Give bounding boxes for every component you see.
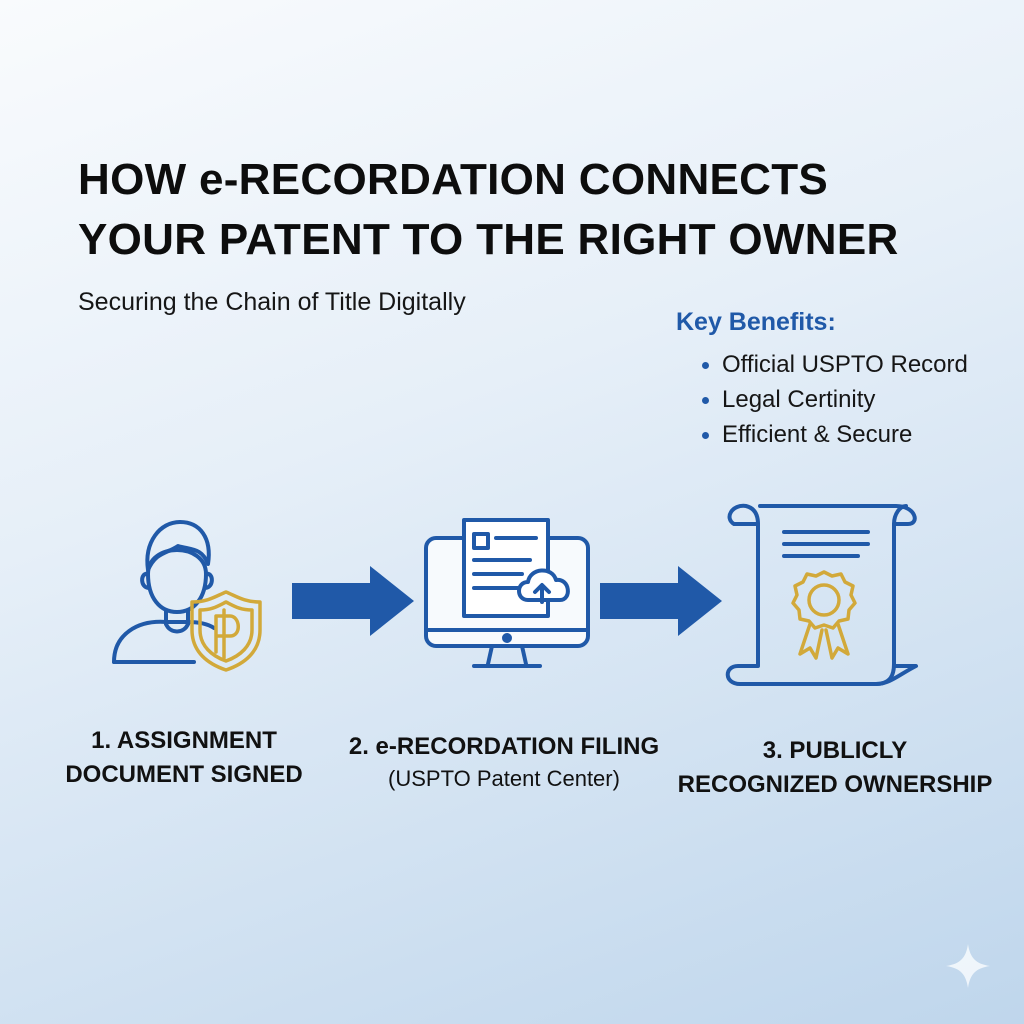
- arrow-right-icon: [292, 566, 414, 636]
- step-3-title: 3. PUBLICLY: [668, 734, 1002, 768]
- benefit-text: Official USPTO Record: [722, 351, 968, 378]
- step-1-label: 1. ASSIGNMENT DOCUMENT SIGNED: [62, 724, 306, 792]
- step-1-subtitle: DOCUMENT SIGNED: [62, 758, 306, 792]
- step-2-title: 2. e-RECORDATION FILING: [340, 730, 668, 764]
- step-2-label: 2. e-RECORDATION FILING (USPTO Patent Ce…: [340, 730, 668, 794]
- benefit-item: Official USPTO Record: [702, 347, 968, 382]
- step-3-label: 3. PUBLICLY RECOGNIZED OWNERSHIP: [668, 734, 1002, 802]
- bullet-icon: [702, 397, 709, 404]
- step-3-subtitle: RECOGNIZED OWNERSHIP: [668, 768, 1002, 802]
- benefit-item: Legal Certinity: [702, 382, 968, 417]
- arrow-right-icon: [600, 566, 722, 636]
- step-1-title: 1. ASSIGNMENT: [62, 724, 306, 758]
- benefits-heading: Key Benefits:: [676, 308, 968, 337]
- title-line-2: YOUR PATENT TO THE RIGHT OWNER: [78, 210, 899, 270]
- benefits-list: Official USPTO Record Legal Certinity Ef…: [676, 347, 968, 452]
- benefit-item: Efficient & Secure: [702, 417, 968, 452]
- title-line-1: HOW e-RECORDATION CONNECTS: [78, 150, 899, 210]
- bullet-icon: [702, 432, 709, 439]
- page-title: HOW e-RECORDATION CONNECTS YOUR PATENT T…: [78, 150, 899, 270]
- person-with-shield-icon: [108, 512, 268, 674]
- computer-upload-icon: [422, 516, 594, 678]
- subtitle: Securing the Chain of Title Digitally: [78, 288, 466, 317]
- certificate-scroll-icon: [720, 494, 926, 690]
- benefit-text: Legal Certinity: [722, 386, 875, 413]
- key-benefits-panel: Key Benefits: Official USPTO Record Lega…: [676, 308, 968, 452]
- benefit-text: Efficient & Secure: [722, 421, 912, 448]
- bullet-icon: [702, 362, 709, 369]
- sparkle-icon: [944, 942, 992, 990]
- step-2-subtitle: (USPTO Patent Center): [340, 764, 668, 794]
